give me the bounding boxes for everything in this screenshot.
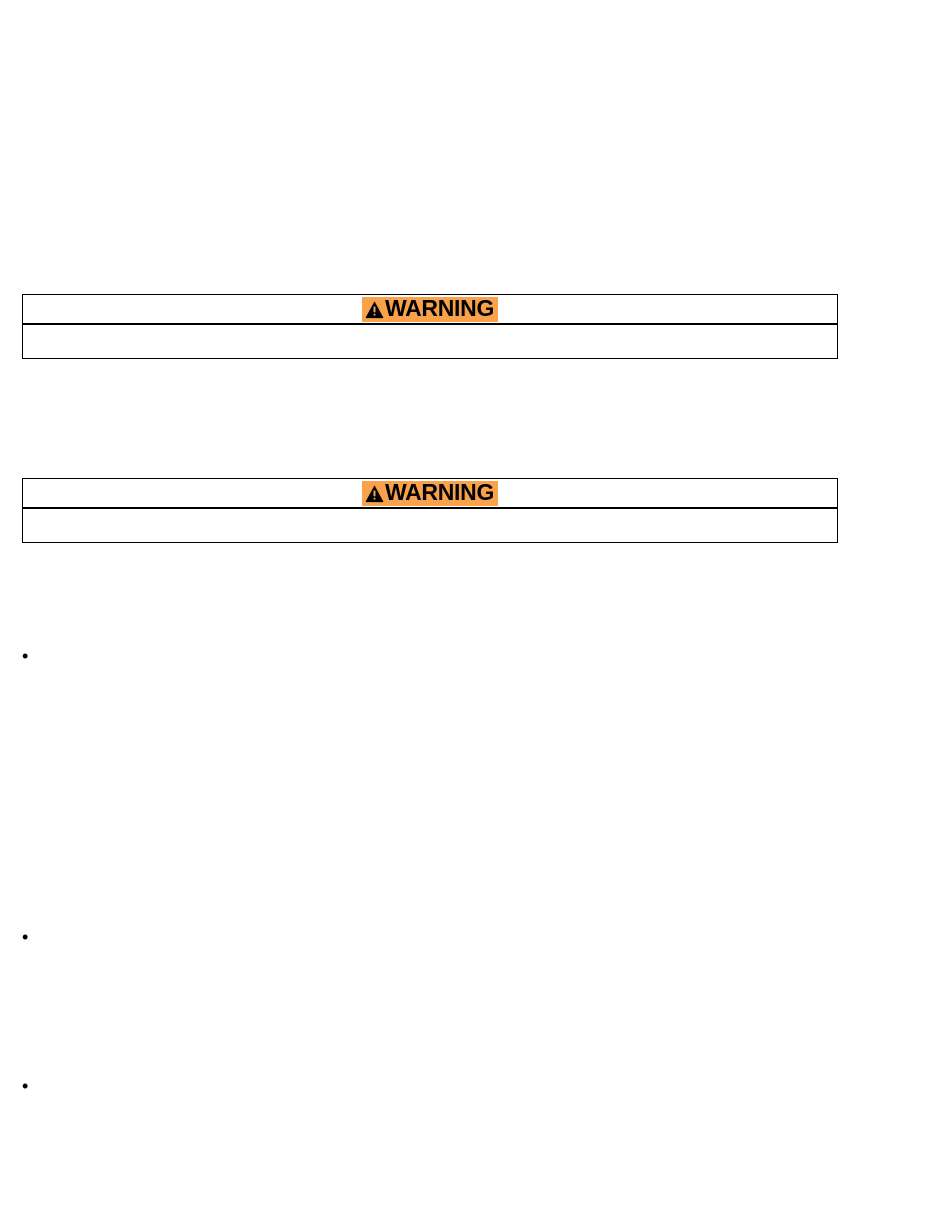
warning-callout-box: WARNING xyxy=(22,478,838,543)
list-item: • xyxy=(22,1076,912,1096)
warning-triangle-icon xyxy=(365,300,384,319)
list-item: • xyxy=(22,646,912,666)
warning-signal-word-block: WARNING xyxy=(361,478,499,506)
bullet-marker-icon: • xyxy=(22,927,29,947)
warning-header-row: WARNING xyxy=(23,479,837,509)
warning-signal-word-label: WARNING xyxy=(384,294,495,321)
warning-body-text xyxy=(23,325,837,333)
bullet-marker-icon: • xyxy=(22,646,29,666)
warning-triangle-icon xyxy=(365,484,384,503)
warning-body-row xyxy=(23,325,837,358)
warning-signal-word-block: WARNING xyxy=(361,294,499,322)
warning-header-row: WARNING xyxy=(23,295,837,325)
warning-body-row xyxy=(23,509,837,542)
bullet-marker-icon: • xyxy=(22,1076,29,1096)
warning-body-text xyxy=(23,509,837,517)
warning-callout-box: WARNING xyxy=(22,294,838,359)
warning-signal-word-label: WARNING xyxy=(384,478,495,505)
list-item: • xyxy=(22,927,912,947)
